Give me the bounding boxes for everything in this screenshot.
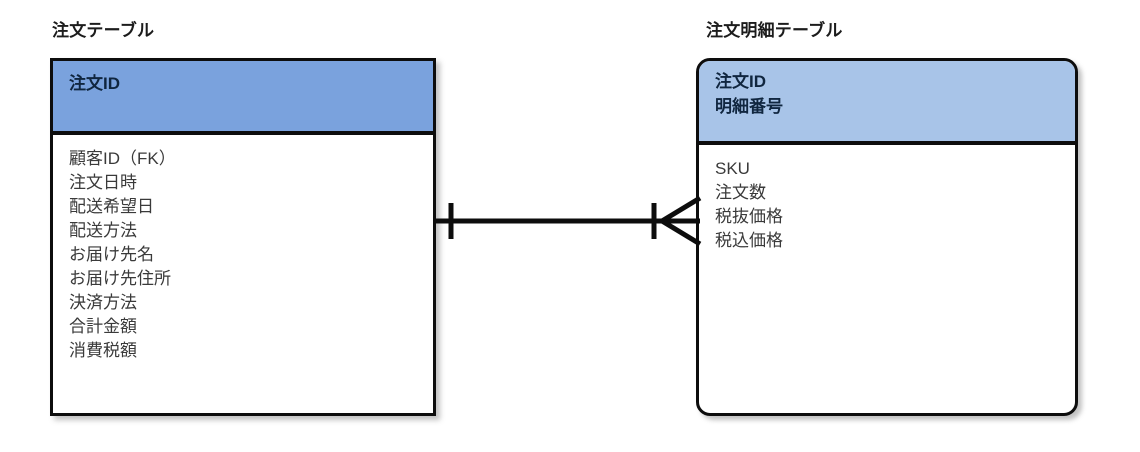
crows-foot-prong-lower bbox=[660, 218, 702, 247]
attribute-row: 消費税額 bbox=[69, 341, 137, 360]
attribute-row: 配送方法 bbox=[69, 221, 137, 240]
attribute-row: 配送希望日 bbox=[69, 197, 154, 216]
attribute-row: 決済方法 bbox=[69, 293, 137, 312]
attribute-row: 税抜価格 bbox=[715, 207, 783, 226]
entity-box-orders[interactable]: 注文ID 顧客ID（FK） 注文日時 配送希望日 配送方法 お届け先名 お届け先… bbox=[50, 58, 436, 416]
crows-foot-connector-icon bbox=[434, 195, 702, 247]
attribute-row: SKU bbox=[715, 159, 750, 178]
entity-attribute-list-order-details: SKU 注文数 税抜価格 税込価格 bbox=[699, 145, 1075, 263]
key-attribute-order-details-1: 明細番号 bbox=[715, 97, 783, 116]
attribute-row: 税込価格 bbox=[715, 231, 783, 250]
entity-key-section-orders: 注文ID bbox=[53, 61, 433, 135]
entity-box-order-details[interactable]: 注文ID 明細番号 SKU 注文数 税抜価格 税込価格 bbox=[696, 58, 1078, 416]
attribute-row: お届け先名 bbox=[69, 245, 154, 264]
entity-title-orders: 注文テーブル bbox=[52, 21, 155, 40]
attribute-row: 注文数 bbox=[715, 183, 766, 202]
entity-title-order-details: 注文明細テーブル bbox=[706, 21, 843, 40]
attribute-row: 注文日時 bbox=[69, 173, 137, 192]
relationship-connector-orders-to-order-details[interactable] bbox=[430, 186, 706, 256]
attribute-row: 合計金額 bbox=[69, 317, 137, 336]
key-attribute-order-details-0: 注文ID bbox=[715, 72, 766, 91]
crows-foot-prong-upper bbox=[660, 195, 702, 224]
key-attribute-orders-0: 注文ID bbox=[69, 74, 120, 93]
entity-key-section-order-details: 注文ID 明細番号 bbox=[699, 61, 1075, 145]
attribute-row: お届け先住所 bbox=[69, 269, 171, 288]
attribute-row: 顧客ID（FK） bbox=[69, 149, 176, 168]
entity-attribute-list-orders: 顧客ID（FK） 注文日時 配送希望日 配送方法 お届け先名 お届け先住所 決済… bbox=[53, 135, 433, 373]
